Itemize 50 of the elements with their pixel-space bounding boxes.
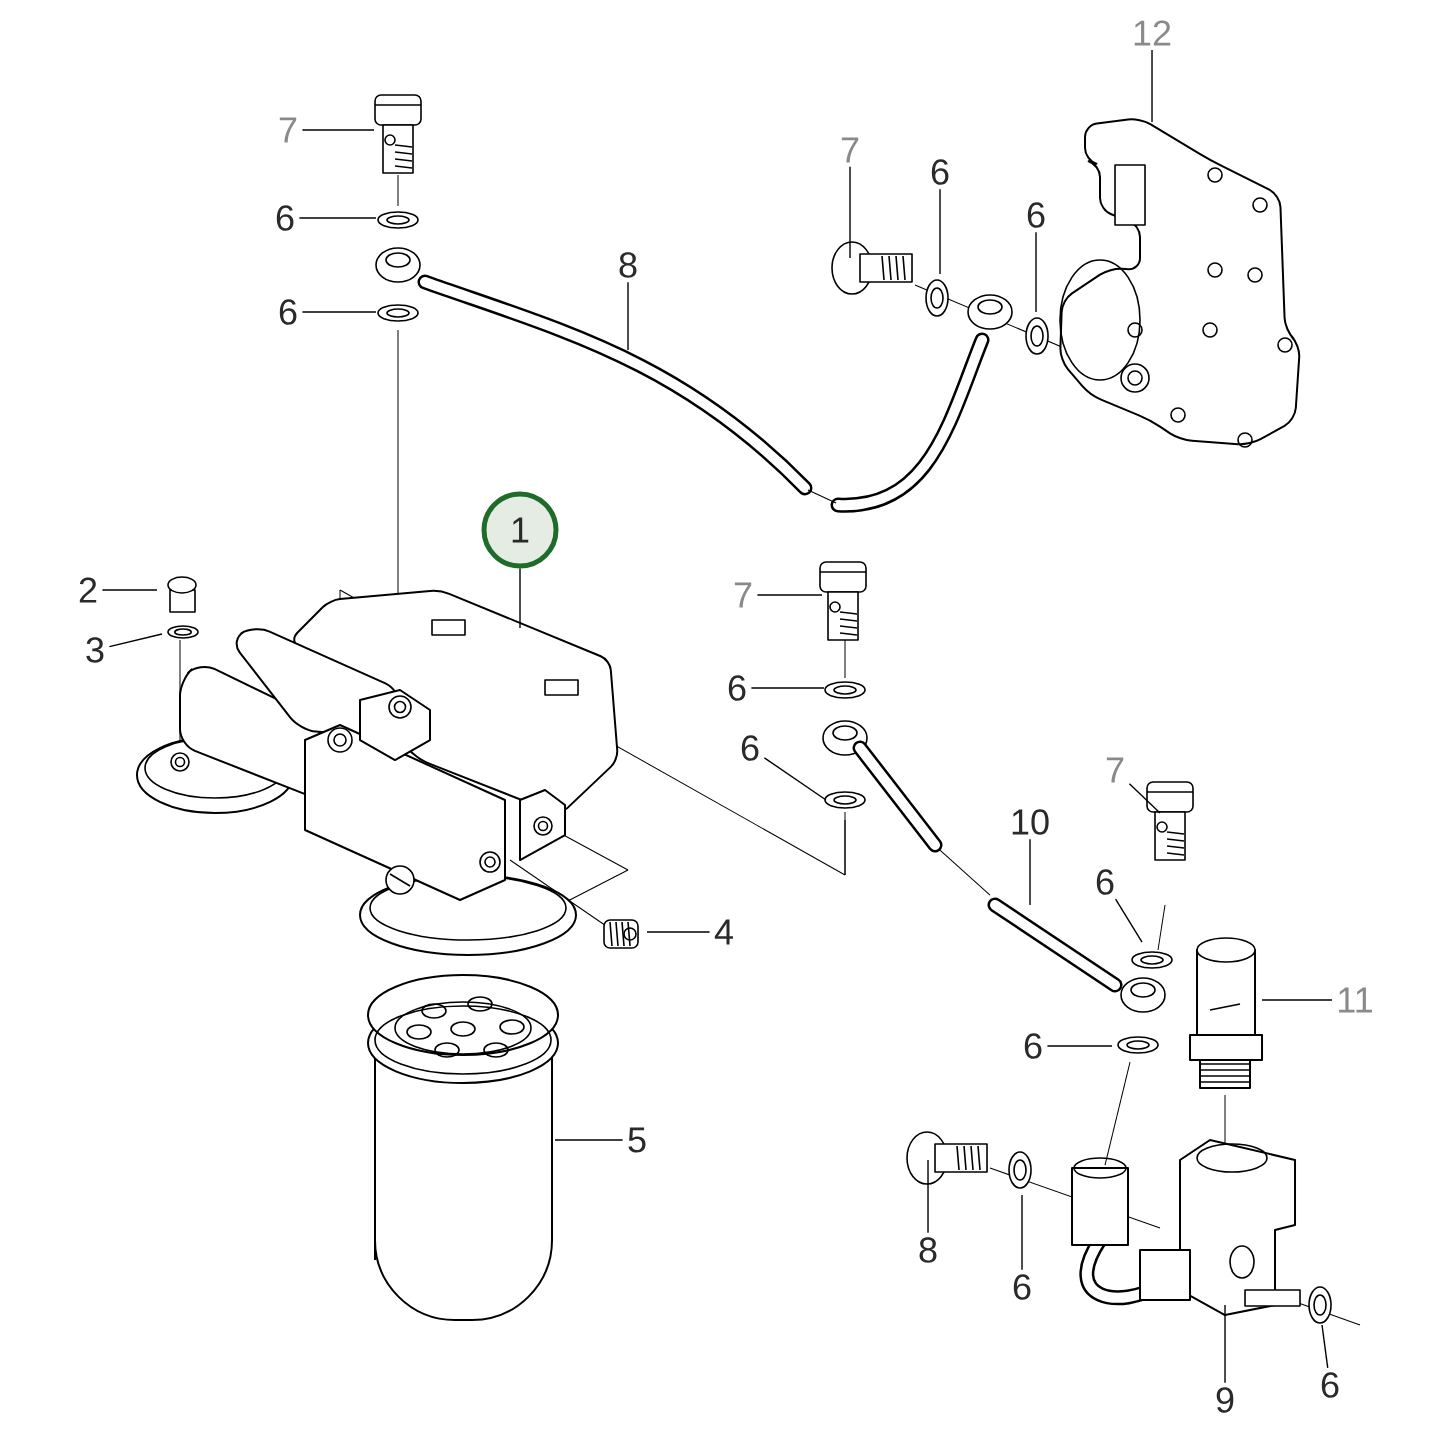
leader-line — [1261, 999, 1333, 1001]
leader-line — [519, 567, 521, 629]
callout-number: 6 — [279, 299, 297, 325]
callout-number: 4 — [714, 919, 733, 945]
callout-number: 8 — [919, 1237, 937, 1263]
leader-line — [1321, 1324, 1329, 1369]
callout-number: 6 — [1013, 1274, 1031, 1300]
callout-number: 6 — [1027, 202, 1045, 228]
leader-line — [1035, 231, 1037, 313]
leader-line — [1029, 838, 1031, 906]
leader-line — [1128, 783, 1161, 814]
callout-number: 11 — [1339, 987, 1372, 1013]
callout-number: 8 — [619, 252, 637, 278]
callout-number: 6 — [728, 675, 746, 701]
leader-line — [298, 217, 377, 219]
leader-line — [554, 1139, 624, 1141]
leader-line — [1151, 49, 1153, 123]
callout-number: 7 — [1106, 757, 1124, 783]
callout-number: 10 — [1012, 809, 1049, 835]
leader-line — [627, 281, 629, 351]
callout-number: 2 — [79, 577, 97, 603]
callout-number: 7 — [279, 117, 297, 143]
leader-line — [849, 166, 851, 259]
leader-line — [750, 687, 825, 689]
leader-line — [756, 594, 823, 596]
leader-line — [301, 129, 375, 131]
circled-callout-number: 1 — [481, 491, 559, 569]
callout-number: 7 — [841, 137, 859, 163]
callout-number: 7 — [734, 582, 752, 608]
callout-number: 6 — [741, 735, 759, 761]
callout-number: 3 — [86, 637, 104, 663]
callout-number: 6 — [1024, 1033, 1042, 1059]
callout-number: 6 — [931, 159, 949, 185]
leader-line — [927, 1159, 929, 1234]
callout-number: 9 — [1216, 1387, 1234, 1413]
callout-number: 6 — [1096, 869, 1114, 895]
leader-line — [939, 188, 941, 275]
callout-number: 6 — [276, 205, 294, 231]
callout-number: 5 — [628, 1127, 646, 1153]
leader-line — [1046, 1045, 1113, 1047]
leader-line — [646, 931, 711, 933]
leader-line — [301, 311, 377, 313]
callout-number: 12 — [1134, 20, 1171, 46]
leader-line — [763, 757, 827, 801]
leader-line — [1224, 1304, 1226, 1384]
leader-line — [108, 633, 163, 648]
leader-line — [1021, 1194, 1023, 1271]
leader-line — [101, 589, 158, 591]
leader-line — [1114, 898, 1143, 943]
callout-number: 6 — [1321, 1372, 1339, 1398]
